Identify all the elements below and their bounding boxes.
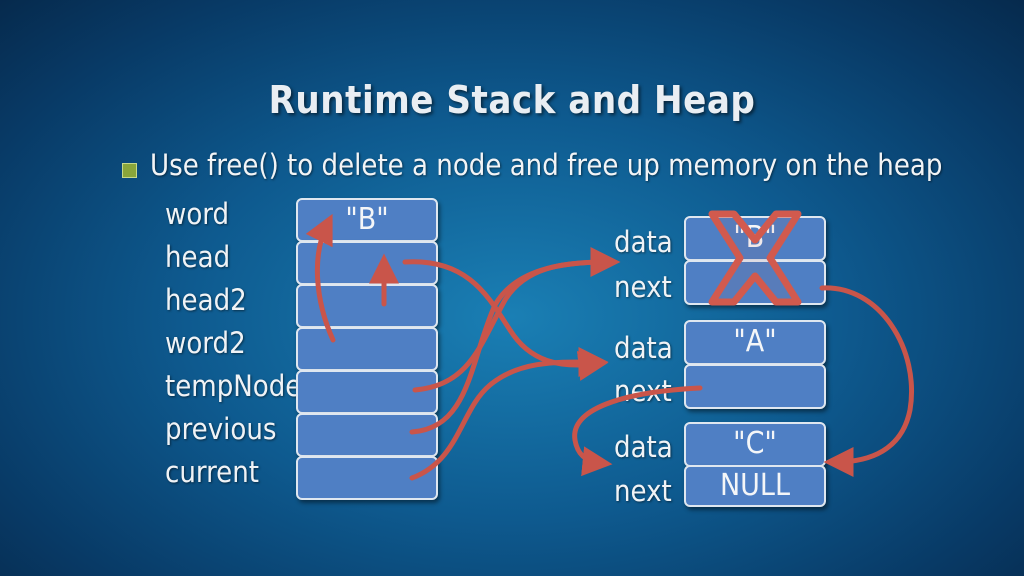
bullet-text: Use free() to delete a node and free up … [150, 148, 943, 182]
stack-label-head2: head2 [165, 283, 247, 317]
arrow-node2next-to-node3 [572, 385, 703, 477]
arrow-current-to-node2 [409, 346, 609, 481]
heap-node1-next-cell [684, 260, 826, 305]
heap-node1-data-label: data [614, 225, 673, 259]
heap-node3-data-cell: "C" [684, 422, 826, 467]
stack-label-word: word [165, 197, 230, 231]
bullet-marker [122, 163, 137, 178]
arrow-previous-to-node1 [409, 259, 609, 435]
stack-cell-word2 [296, 327, 438, 371]
heap-node2-data-cell: "A" [684, 320, 826, 365]
stack-cell-previous [296, 413, 438, 457]
arrow-word2-to-word [305, 213, 336, 343]
stack-label-head: head [165, 240, 231, 274]
slide-title: Runtime Stack and Heap [268, 78, 756, 122]
stack-label-previous: previous [165, 412, 277, 446]
delete-x-mark [708, 210, 802, 306]
heap-node3-next-cell: NULL [684, 465, 826, 507]
arrow-node1next-to-node3 [819, 285, 914, 477]
heap-node3-data-label: data [614, 430, 673, 464]
stack-label-word2: word2 [165, 326, 246, 360]
stack-label-tempnode: tempNode [165, 369, 302, 403]
heap-node1-next-label: next [614, 270, 672, 304]
heap-node3-next-label: next [614, 474, 672, 508]
stack-label-current: current [165, 455, 259, 489]
heap-node2-data-label: data [614, 331, 673, 365]
heap-node2-next-cell [684, 364, 826, 409]
